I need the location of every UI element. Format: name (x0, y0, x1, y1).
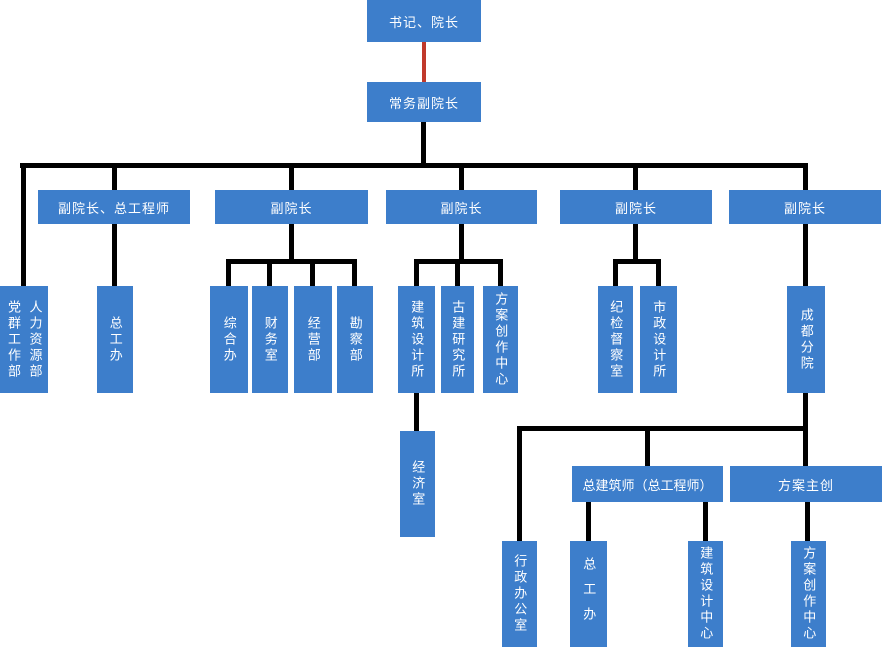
connector-line (459, 224, 464, 262)
connector-secretary-to-executive (422, 42, 426, 82)
connector-line (226, 262, 231, 286)
node-scheme-creation-center: 方案创作中心 (483, 286, 518, 393)
node-scheme-lead: 方案主创 (730, 466, 882, 502)
node-label: 建筑设计所 (409, 299, 425, 380)
node-vice-president-5: 副院长 (729, 190, 881, 224)
node-label: 综合办 (221, 315, 237, 364)
connector-vp3-horizontal (414, 259, 503, 264)
node-discipline-inspection-office: 纪检督察室 (598, 286, 633, 393)
node-architectural-design-institute: 建筑设计所 (398, 286, 435, 393)
node-vice-president-4: 副院长 (560, 190, 712, 224)
connector-executive-trunk (421, 122, 426, 165)
connector-main-horizontal (20, 163, 808, 168)
connector-line (656, 262, 661, 286)
connector-line (21, 163, 26, 286)
connector-line (414, 262, 419, 286)
node-label: 成都分院 (798, 307, 814, 372)
node-label: 市政设计所 (651, 299, 667, 380)
node-label: 行政办公室 (512, 554, 528, 634)
node-executive-vice-president: 常务副院长 (367, 82, 481, 122)
connector-line (703, 502, 708, 541)
connector-chengdu-horizontal (517, 426, 808, 431)
node-label: 勘察部 (347, 315, 363, 364)
node-chengdu-branch: 成都分院 (787, 286, 825, 393)
node-party-masses-hr-dept: 党群工作部 人力资源部 (0, 286, 48, 393)
connector-line (613, 262, 618, 286)
node-label: 总工办 (107, 315, 123, 364)
connector-line (310, 262, 315, 286)
connector-line (803, 429, 808, 466)
node-chief-engineer-office: 总工办 (97, 286, 133, 393)
node-secretary-president: 书记、院长 (367, 0, 481, 42)
node-label: 财务室 (262, 315, 278, 364)
node-survey-dept: 勘察部 (337, 286, 373, 393)
node-label: 纪检督察室 (608, 299, 624, 380)
node-municipal-design-institute: 市政设计所 (640, 286, 677, 393)
node-operations-dept: 经营部 (294, 286, 332, 393)
node-economics-office: 经济室 (400, 431, 435, 537)
connector-line (112, 224, 117, 286)
node-label: 经营部 (305, 315, 321, 364)
connector-line (517, 429, 522, 541)
node-label: 建筑设计中心 (698, 546, 714, 642)
connector-economics (414, 393, 419, 431)
node-vice-president-3: 副院长 (386, 190, 537, 224)
node-vp-chief-engineer: 副院长、总工程师 (38, 190, 190, 224)
node-label: 党群工作部 人力资源部 (6, 299, 43, 380)
node-general-office: 综合办 (210, 286, 248, 393)
node-ancient-architecture-institute: 古建研究所 (441, 286, 474, 393)
node-chief-architect: 总建筑师（总工程师） (572, 466, 723, 502)
connector-line (803, 163, 808, 190)
connector-line (267, 262, 272, 286)
connector-line (289, 163, 294, 190)
connector-vp2-horizontal (226, 259, 357, 264)
connector-line (803, 224, 808, 286)
node-label: 经济室 (410, 460, 426, 508)
node-vice-president-2: 副院长 (215, 190, 368, 224)
node-architectural-design-center: 建筑设计中心 (688, 541, 723, 647)
connector-line (459, 163, 464, 190)
connector-line (498, 262, 503, 286)
node-label: 方案创作中心 (801, 546, 817, 642)
connector-line (455, 262, 460, 286)
node-finance-office: 财务室 (252, 286, 288, 393)
connector-line (289, 224, 294, 262)
connector-line (805, 502, 810, 541)
connector-line (586, 502, 591, 541)
connector-line (112, 163, 117, 190)
node-label: 总工办 (581, 556, 597, 632)
connector-line (633, 224, 638, 262)
connector-vp4-horizontal (613, 259, 661, 264)
connector-chengdu-trunk (803, 393, 808, 428)
node-admin-office: 行政办公室 (502, 541, 537, 647)
node-chief-engineer-office-branch: 总工办 (570, 541, 607, 647)
connector-line (633, 163, 638, 190)
node-label: 方案创作中心 (493, 291, 509, 388)
connector-line (352, 262, 357, 286)
node-label: 古建研究所 (450, 299, 466, 380)
node-scheme-creation-center-branch: 方案创作中心 (791, 541, 826, 647)
connector-line (645, 429, 650, 466)
